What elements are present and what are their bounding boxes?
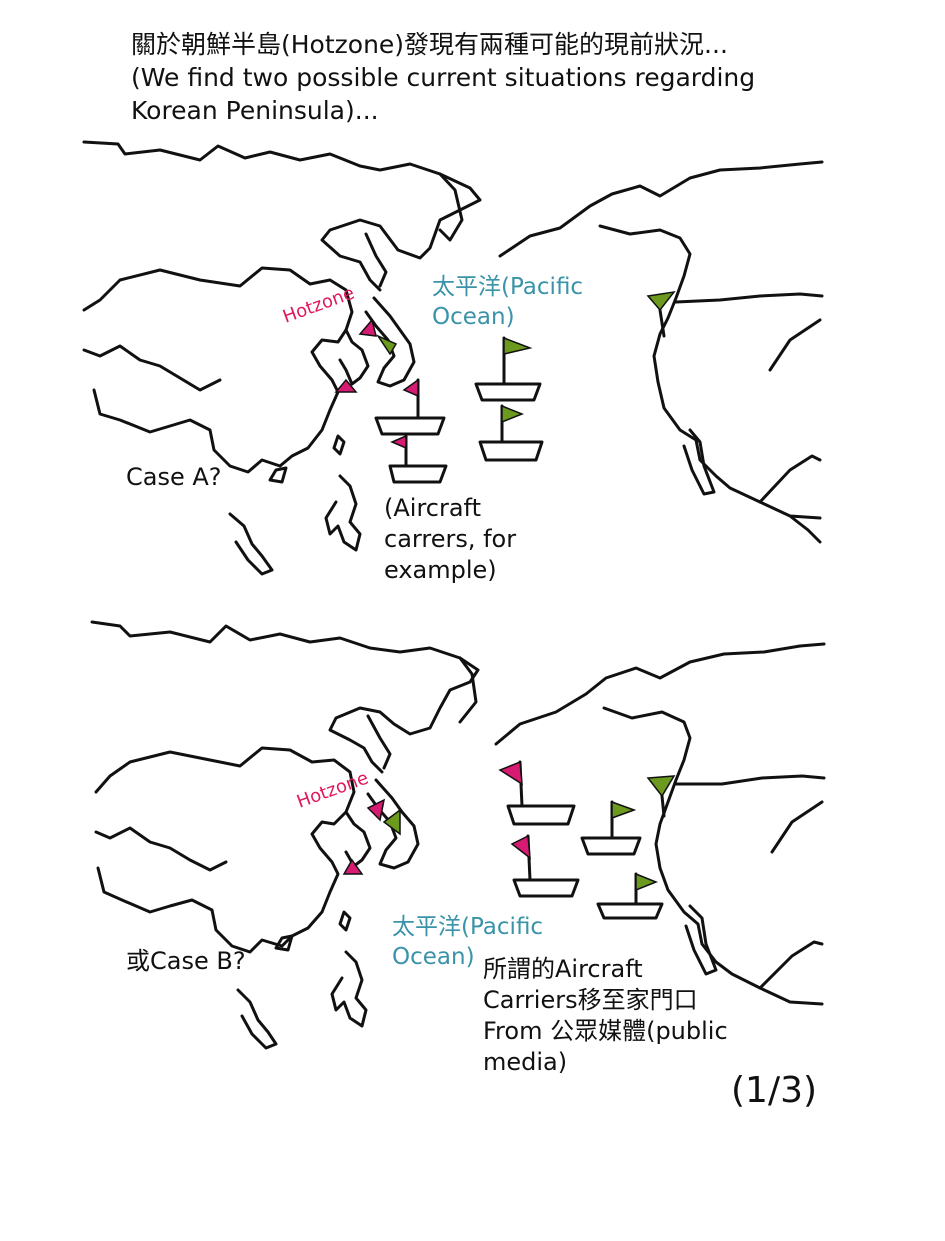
carrier-group-a <box>374 336 544 484</box>
green-flag-icon <box>503 336 533 355</box>
green-flag-icon <box>501 404 525 424</box>
map-case-a <box>82 140 824 576</box>
magenta-flag-icon <box>402 378 419 398</box>
page-number: (1/3) <box>731 1070 818 1111</box>
map-case-b <box>90 620 826 1050</box>
header-title: 關於朝鮮半島(Hotzone)發現有兩種可能的現前狀況... (We find … <box>131 30 756 125</box>
green-flag-icon <box>646 290 676 312</box>
magenta-flag-icon <box>342 858 364 875</box>
case-b-label: 或Case B? <box>126 947 246 975</box>
magenta-flag-icon <box>366 798 386 822</box>
case-a-label: Case A? <box>126 463 222 491</box>
ocean-label-b: 太平洋(Pacific Ocean) <box>392 914 544 970</box>
magenta-flag-icon <box>510 834 531 860</box>
case-b-note: 所謂的Aircraft Carriers移至家門口 From 公眾媒體(publ… <box>483 955 728 1076</box>
flags-case-a <box>334 290 676 450</box>
case-a-note: (Aircraft carrers, for example) <box>384 494 517 584</box>
magenta-flag-icon <box>390 434 407 450</box>
green-flag-icon <box>635 872 659 892</box>
green-flag-icon <box>646 775 676 798</box>
green-flag-icon <box>375 334 398 356</box>
green-flag-icon <box>611 800 637 820</box>
magenta-flag-icon <box>358 318 377 337</box>
green-flag-icon <box>382 808 401 836</box>
ocean-label-a: 太平洋(Pacific Ocean) <box>432 274 584 330</box>
magenta-flag-icon <box>334 378 358 393</box>
magenta-flag-icon <box>498 760 523 786</box>
